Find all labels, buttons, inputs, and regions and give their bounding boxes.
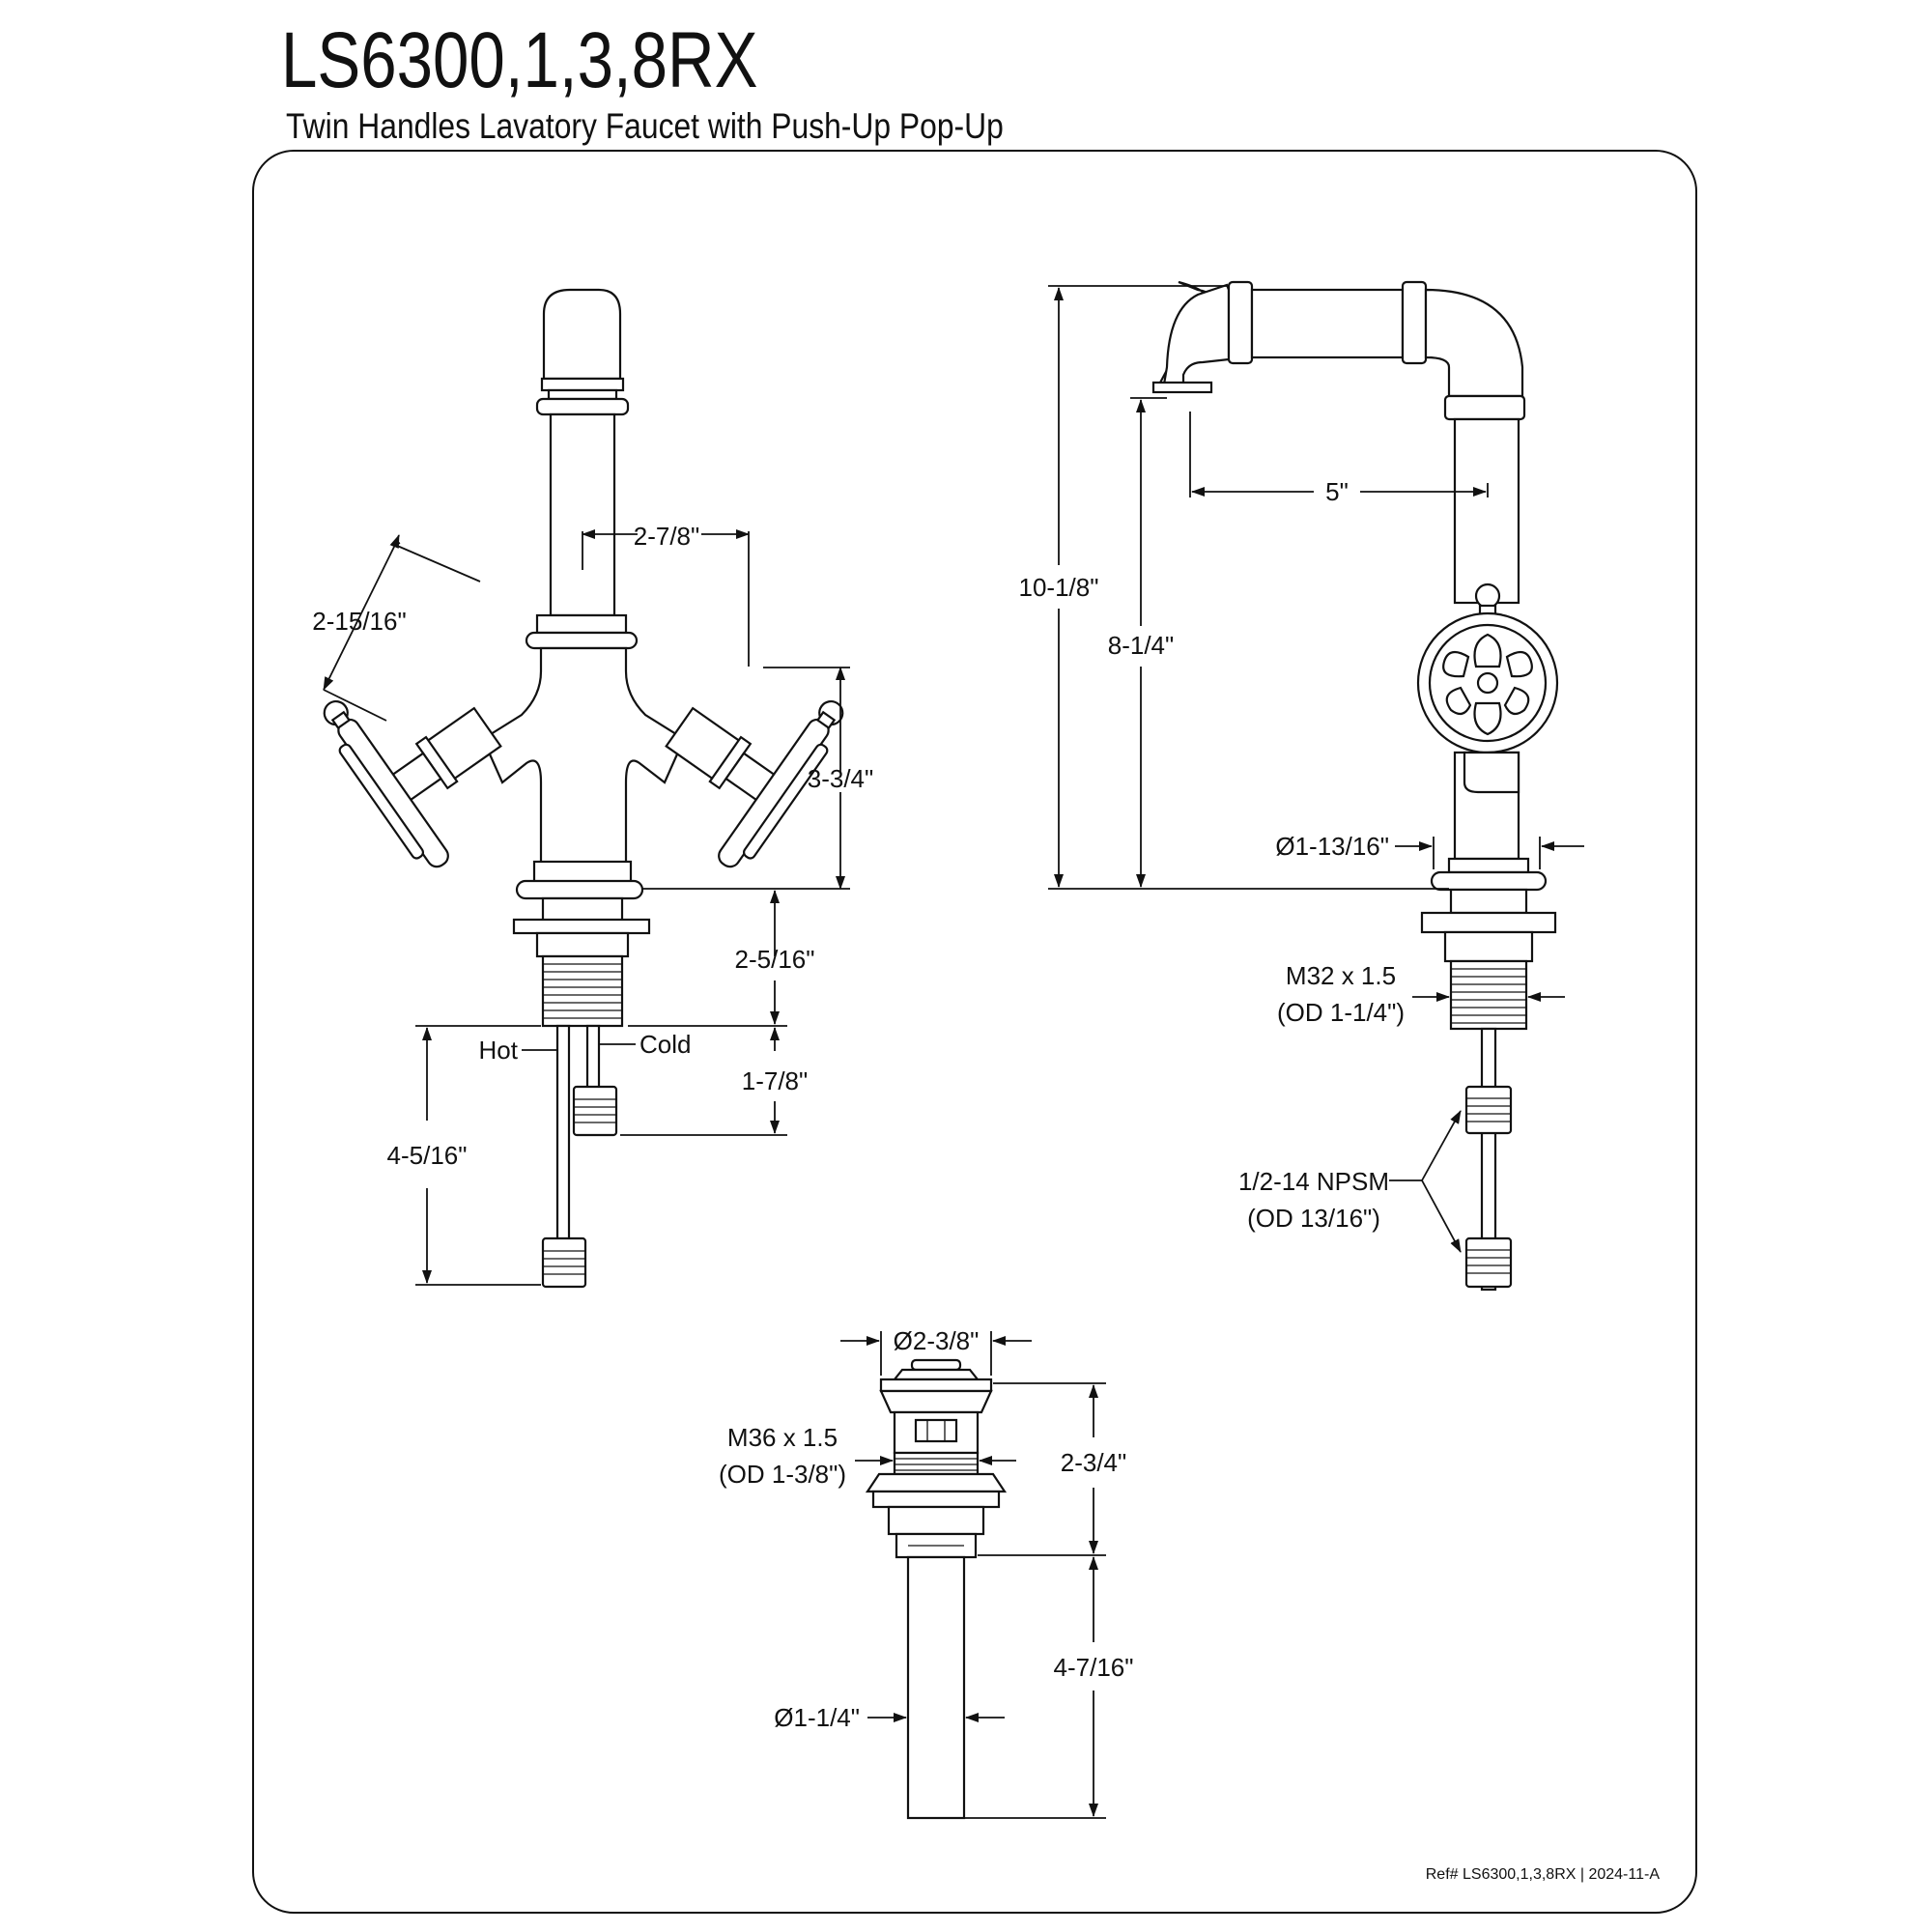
drain-dimensions [840, 1331, 1106, 1819]
label-hot-supply-length: 4-5/16" [387, 1141, 468, 1170]
label-tailpiece-diameter: Ø1-1/4" [774, 1703, 860, 1732]
label-spout-height: 8-1/4" [1108, 631, 1175, 660]
label-tailpiece-length: 4-7/16" [1054, 1653, 1134, 1682]
front-view-dimensions [323, 529, 850, 1286]
label-cold: Cold [639, 1030, 691, 1059]
label-supply-thread: 1/2-14 NPSM [1238, 1167, 1389, 1196]
label-reach: 5" [1325, 477, 1349, 506]
front-view-faucet [323, 288, 844, 1289]
drawing-frame [252, 150, 1697, 1914]
label-shank-od: (OD 1-1/4") [1277, 998, 1405, 1027]
side-view-dimensions [1048, 285, 1584, 1253]
label-cold-supply-length: 1-7/8" [742, 1066, 809, 1095]
label-base-diameter: Ø1-13/16" [1275, 832, 1389, 861]
label-body-thread: M36 x 1.5 [727, 1423, 838, 1452]
side-view-labels: 5" 10-1/8" 8-1/4" Ø1-13/16" M32 x 1.5 (O… [1019, 477, 1405, 1233]
label-body-height: 2-3/4" [1061, 1448, 1127, 1477]
label-handle-height: 3-3/4" [808, 764, 874, 793]
reference-note: Ref# LS6300,1,3,8RX | 2024-11-A [1426, 1866, 1661, 1883]
label-body-od: (OD 1-3/8") [719, 1460, 846, 1489]
side-view-faucet [1151, 280, 1559, 1292]
front-view-labels: 2-7/8" 2-15/16" 3-3/4" 2-5/16" Hot Cold … [312, 522, 873, 1170]
label-shank-length: 2-5/16" [735, 945, 815, 974]
label-overall-height: 10-1/8" [1019, 573, 1099, 602]
label-shank-thread: M32 x 1.5 [1286, 961, 1396, 990]
page-subtitle: Twin Handles Lavatory Faucet with Push-U… [286, 106, 1004, 146]
label-handle-size: 2-15/16" [312, 607, 406, 636]
label-hot: Hot [479, 1036, 519, 1065]
label-supply-od: (OD 13/16") [1247, 1204, 1380, 1233]
label-spread: 2-7/8" [634, 522, 700, 551]
drain-assembly [865, 1358, 1008, 1820]
drain-labels: Ø2-3/8" M36 x 1.5 (OD 1-3/8") 2-3/4" 4-7… [719, 1326, 1133, 1732]
page-title: LS6300,1,3,8RX [281, 16, 758, 104]
label-flange-diameter: Ø2-3/8" [894, 1326, 980, 1355]
